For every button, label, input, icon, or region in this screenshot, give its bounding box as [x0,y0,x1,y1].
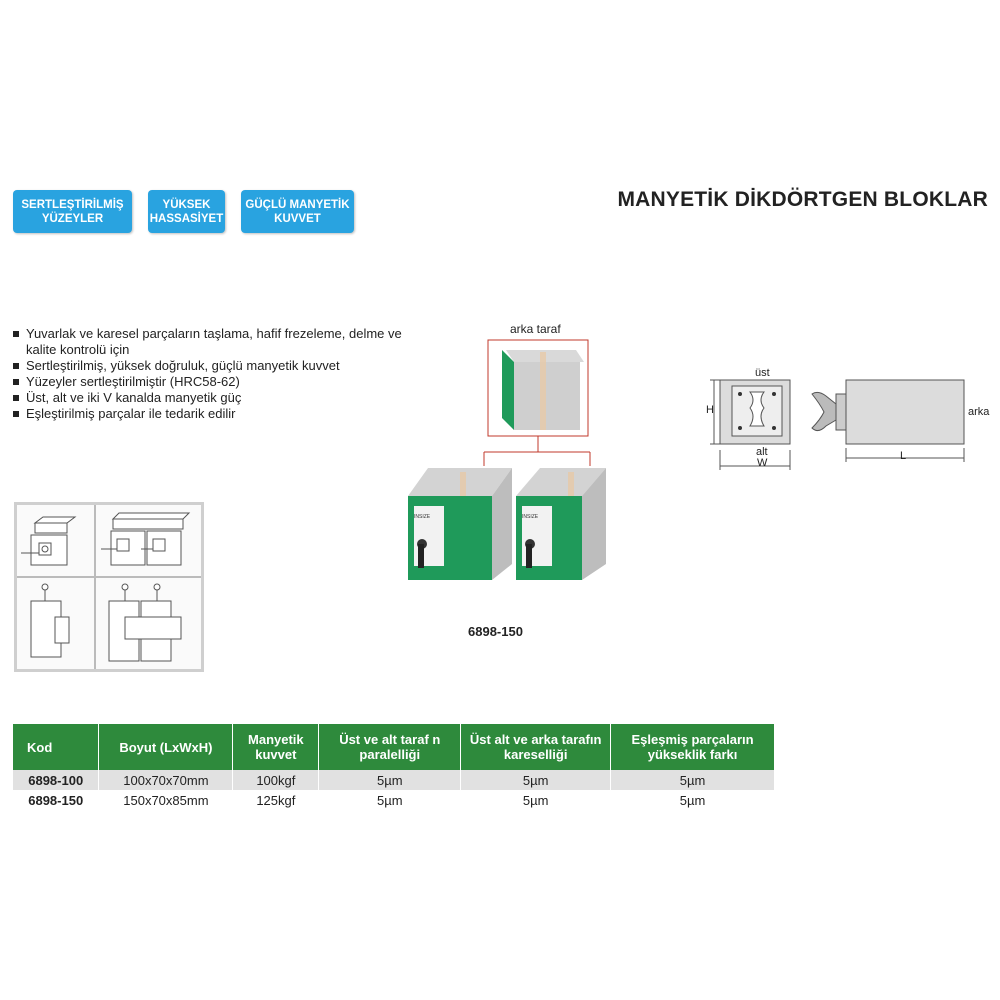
bullet-icon [13,363,19,369]
cell-code: 6898-150 [13,790,100,810]
col-header-parallelism: Üst ve alt taraf n paralelliği [318,724,462,770]
col-header-magnetic-force: Manyetik kuvvet [232,724,320,770]
feature-item: Eşleştirilmiş parçalar ile tedarik edili… [13,406,413,422]
table-header-row: Kod Boyut (LxWxH) Manyetik kuvvet Üst ve… [13,724,775,770]
product-model-label: 6898-150 [468,624,523,639]
col-header-code: Kod [13,724,100,770]
cell-height-difference: 5µm [610,790,775,810]
badge-high-precision: YÜKSEK HASSASİYET [148,190,225,233]
brand-logo-left: INSIZE [414,514,431,520]
magnetic-block-left [408,468,512,580]
col-header-squareness: Üst alt ve arka tarafın kareselliği [460,724,612,770]
cell-code: 6898-100 [13,770,100,790]
back-side-label: arka taraf [510,322,561,336]
bullet-icon [13,411,19,417]
back-side-callout [483,339,591,466]
dim-h-label: H [706,404,714,416]
dim-back-label: arka [968,406,990,418]
feature-item: Yüzeyler sertleştirilmiştir (HRC58-62) [13,374,413,390]
cell-size: 100x70x70mm [98,770,234,790]
cell-force: 125kgf [232,790,320,810]
cell-size: 150x70x85mm [98,790,234,810]
dimension-diagram [710,379,965,470]
cell-squareness: 5µm [460,770,612,790]
bullet-icon [13,331,19,337]
feature-item: Yuvarlak ve karesel parçaların taşlama, … [13,326,413,358]
cell-parallelism: 5µm [318,770,462,790]
badge-strong-magnetic-force: GÜÇLÜ MANYETİK KUVVET [241,190,354,233]
cell-parallelism: 5µm [318,790,462,810]
table-row: 6898-100 100x70x70mm 100kgf 5µm 5µm 5µm [13,770,775,790]
usage-sketch-icon [17,505,201,669]
bullet-icon [13,379,19,385]
brand-logo-right: INSIZE [522,514,539,520]
cell-squareness: 5µm [460,790,612,810]
spec-table: Kod Boyut (LxWxH) Manyetik kuvvet Üst ve… [13,724,775,810]
dim-l-label: L [900,450,907,462]
dim-w-label: W [757,457,768,469]
usage-illustration [14,502,204,672]
bullet-icon [13,395,19,401]
page-title: MANYETİK DİKDÖRTGEN BLOKLAR [617,188,988,211]
feature-item: Üst, alt ve iki V kanalda manyetik güç [13,390,413,406]
cell-height-difference: 5µm [610,770,775,790]
feature-item: Sertleştirilmiş, yüksek doğruluk, güçlü … [13,358,413,374]
badge-hardened-surfaces: SERTLEŞTİRİLMİŞ YÜZEYLER [13,190,132,233]
col-header-height-difference: Eşleşmiş parçaların yükseklik farkı [610,724,775,770]
cell-force: 100kgf [232,770,320,790]
dim-bottom-label: alt [756,446,768,458]
product-image: INSIZE INSIZE [408,339,606,580]
table-row: 6898-150 150x70x85mm 125kgf 5µm 5µm 5µm [13,790,775,810]
col-header-size: Boyut (LxWxH) [98,724,234,770]
dim-top-label: üst [755,367,770,379]
feature-list: Yuvarlak ve karesel parçaların taşlama, … [13,326,413,422]
magnetic-block-right [516,468,606,580]
